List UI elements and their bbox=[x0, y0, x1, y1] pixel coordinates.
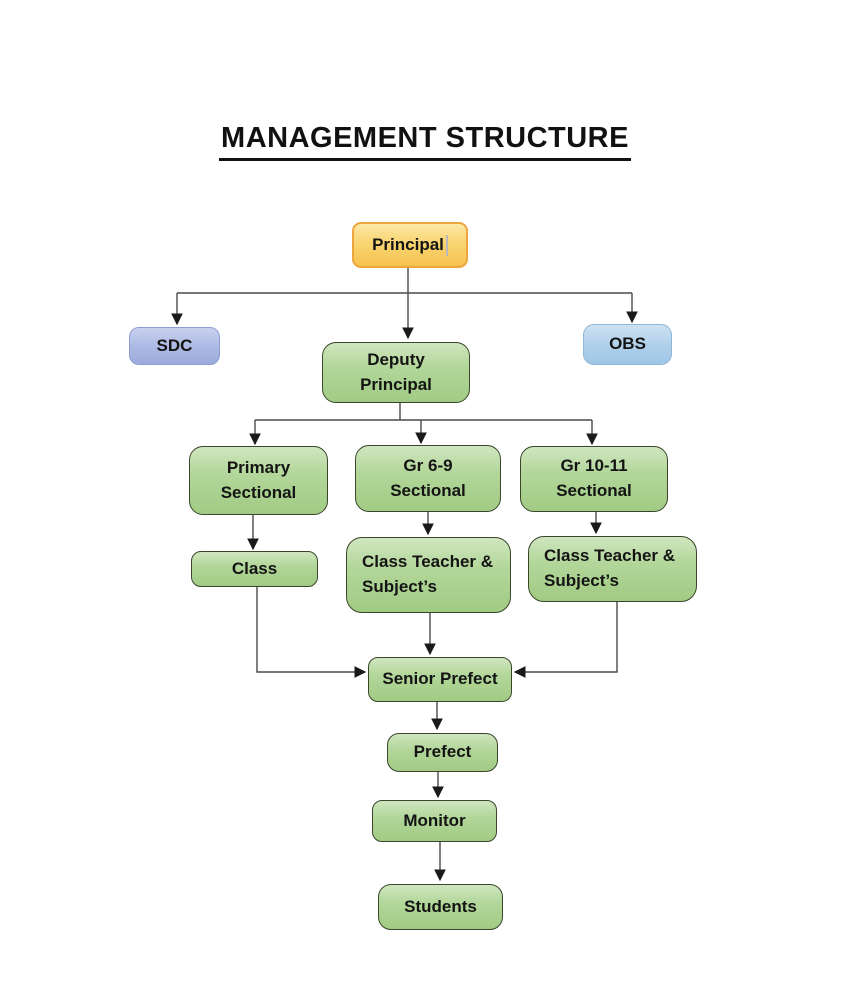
node-sdc: SDC bbox=[129, 327, 220, 365]
node-class-teacher-subjects-1: Class Teacher & Subject’s bbox=[346, 537, 511, 613]
node-gr-6-9-sectional: Gr 6-9 Sectional bbox=[355, 445, 501, 512]
node-class-teacher-subjects-2: Class Teacher & Subject’s bbox=[528, 536, 697, 602]
node-prefect: Prefect bbox=[387, 733, 498, 772]
node-obs: OBS bbox=[583, 324, 672, 365]
node-principal: Principal bbox=[352, 222, 468, 268]
node-senior-prefect: Senior Prefect bbox=[368, 657, 512, 702]
node-monitor: Monitor bbox=[372, 800, 497, 842]
node-primary-sectional: Primary Sectional bbox=[189, 446, 328, 515]
text-cursor bbox=[445, 234, 448, 256]
node-students: Students bbox=[378, 884, 503, 930]
node-deputy-principal: Deputy Principal bbox=[322, 342, 470, 403]
page-title: MANAGEMENT STRUCTURE bbox=[219, 122, 631, 161]
node-principal-label: Principal bbox=[372, 234, 444, 254]
node-class: Class bbox=[191, 551, 318, 587]
connector-ct2-seniorprefect bbox=[513, 602, 618, 678]
node-gr-10-11-sectional: Gr 10-11 Sectional bbox=[520, 446, 668, 512]
